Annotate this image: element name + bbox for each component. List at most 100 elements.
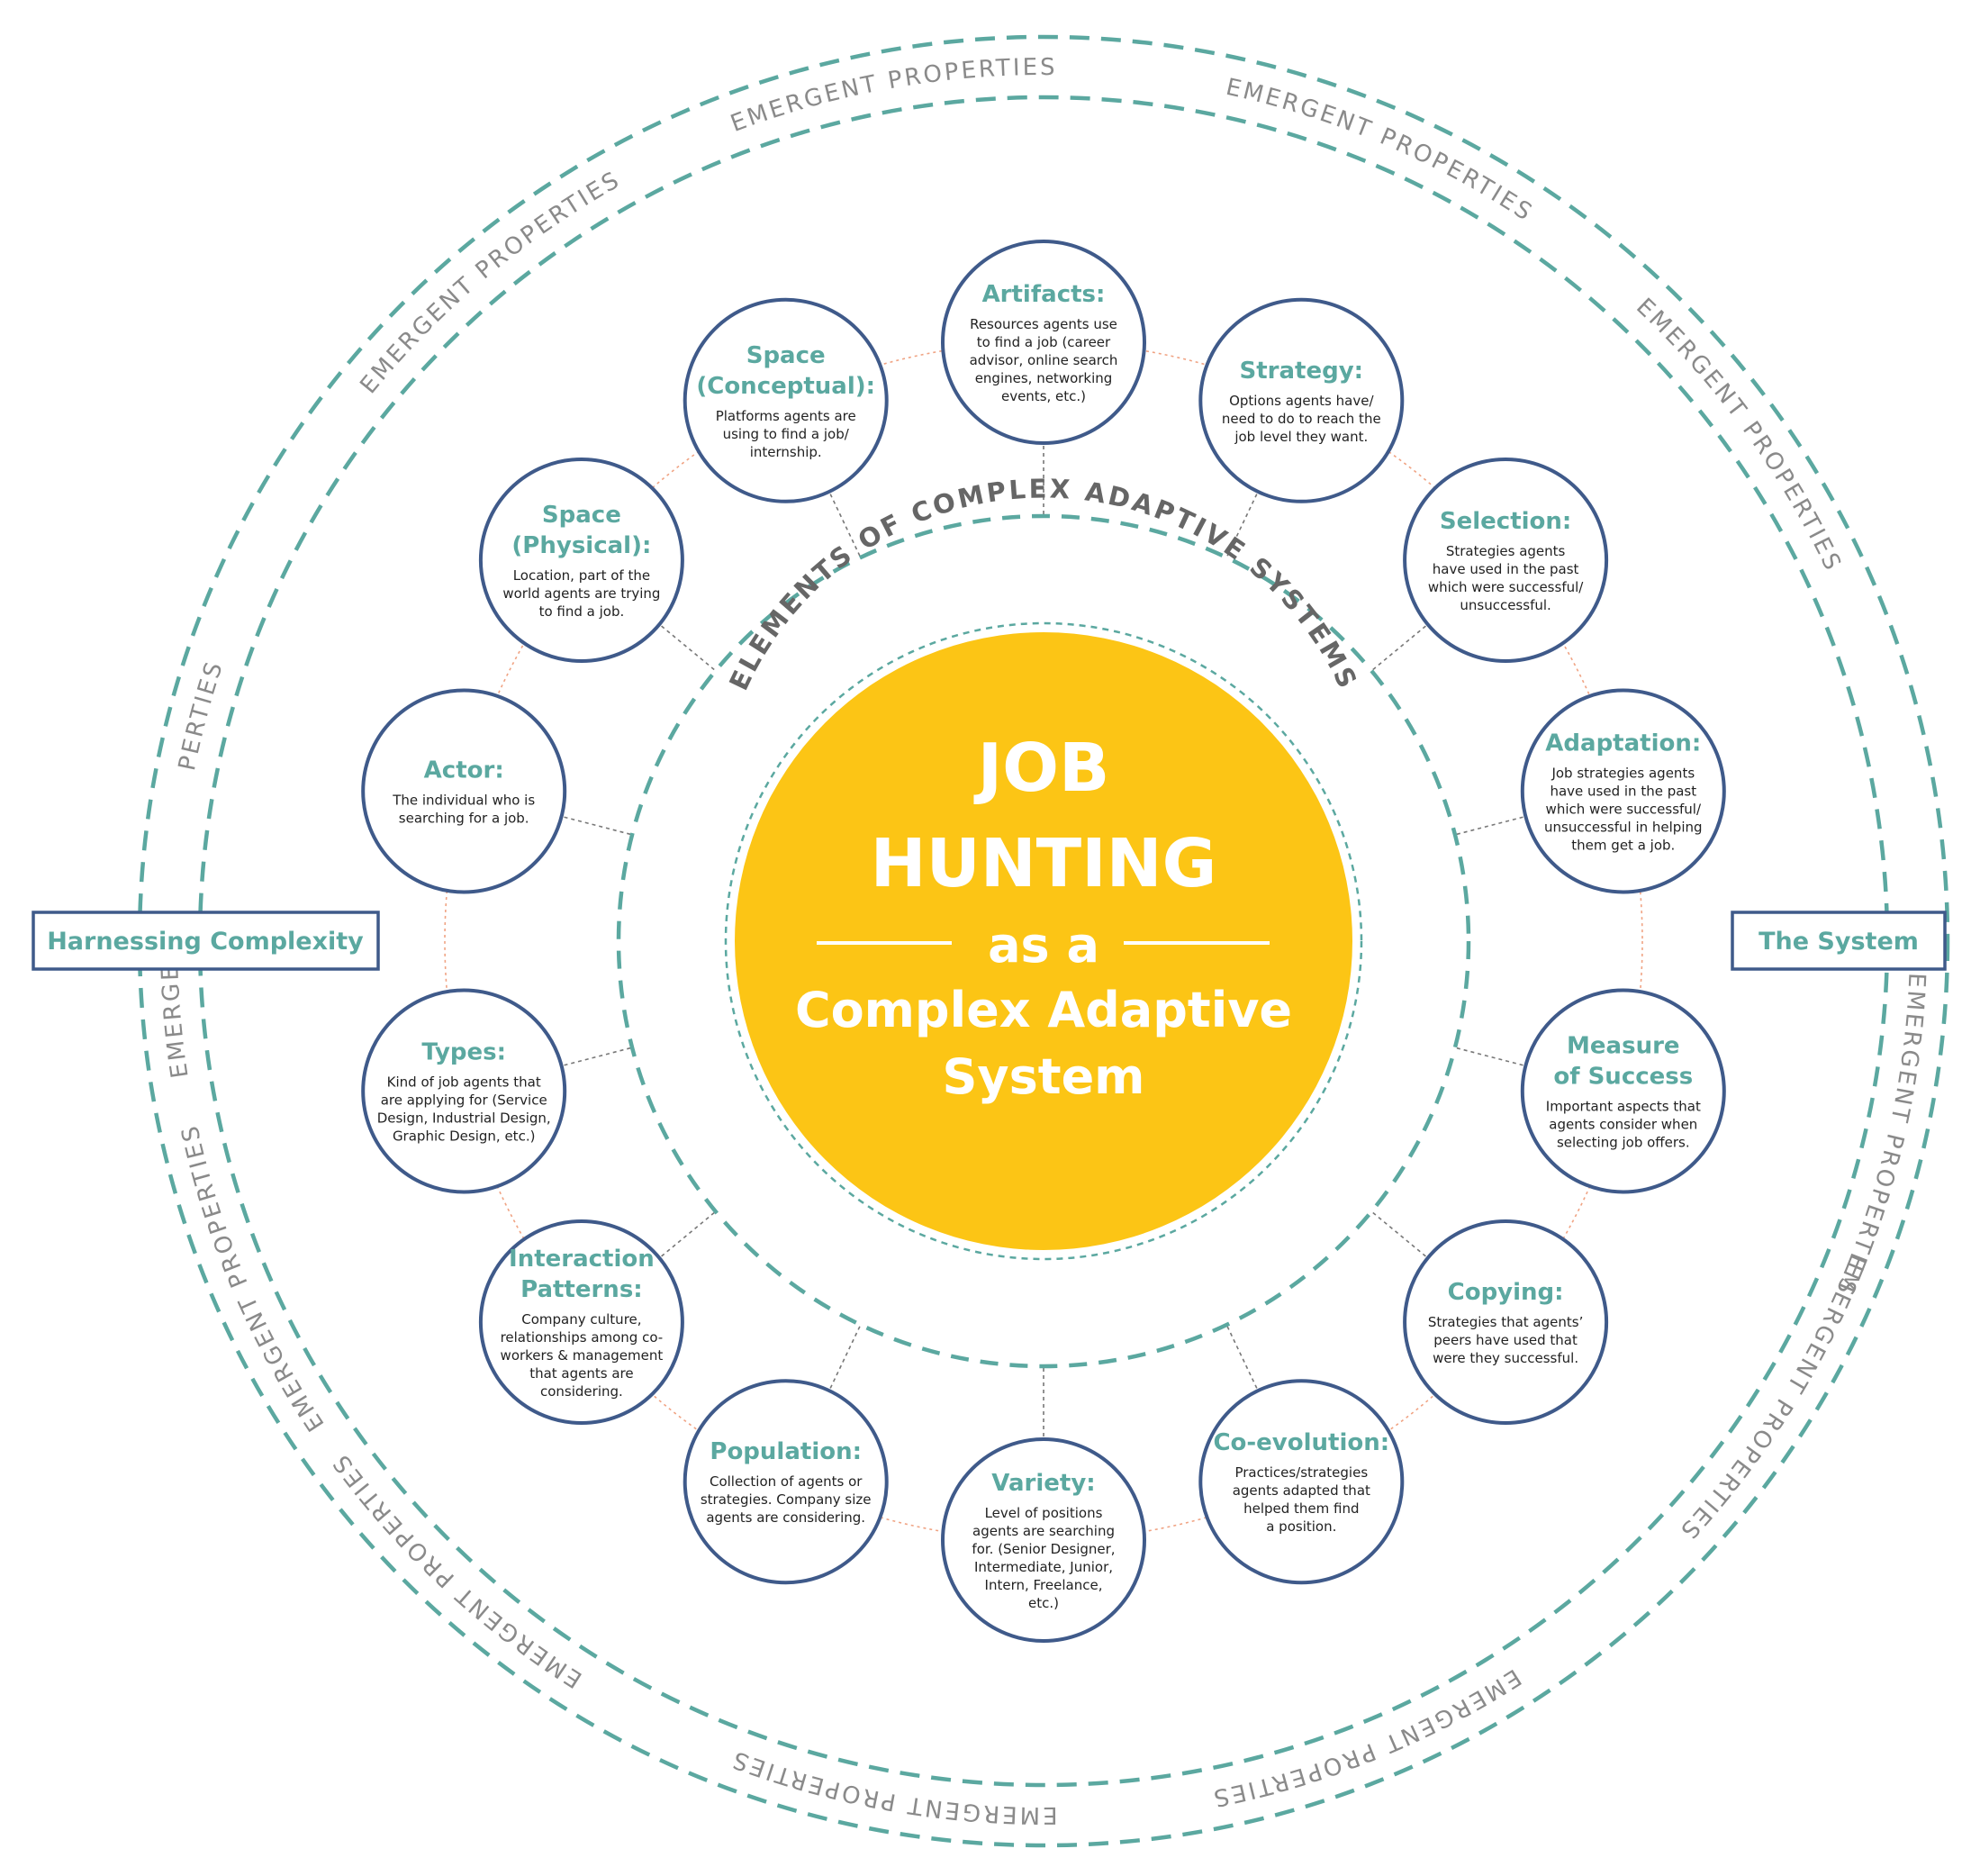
element-title-space-conceptual: Space xyxy=(746,342,826,369)
emergent-properties-label-bottom-3: EMERGENT PROPERTIES xyxy=(327,1448,587,1693)
element-title-population: Population: xyxy=(710,1438,862,1465)
element-title-variety: Variety: xyxy=(991,1470,1095,1497)
emergent-properties-label-bottom-2-text: EMERGENT PROPERTIES xyxy=(727,1745,1054,1828)
emergent-properties-label-top-2-text: EMERGENT PROPERTIES xyxy=(1224,73,1536,227)
element-desc-adaptation: have used in the past xyxy=(1550,784,1696,800)
element-desc-measure-of-success: Important aspects that xyxy=(1546,1099,1701,1115)
inner-ring-line xyxy=(616,513,1471,1369)
left-label-box: Harnessing Complexity xyxy=(32,911,380,971)
element-desc-measure-of-success: agents consider when xyxy=(1549,1117,1697,1133)
element-node-space-physical: Space(Physical):Location, part of thewor… xyxy=(478,458,684,663)
element-desc-selection: have used in the past xyxy=(1433,561,1579,577)
center-dotted-outline xyxy=(724,621,1363,1261)
emergent-properties-label-top-4: EMERGENT PROPERTIES xyxy=(1830,973,1930,1301)
element-desc-variety: Intermediate, Junior, xyxy=(974,1559,1113,1575)
center-title-hunting: HUNTING xyxy=(871,825,1217,902)
connector-population xyxy=(828,1326,861,1391)
element-desc-artifacts: to find a job (career xyxy=(977,334,1111,350)
element-node-copying: Copying:Strategies that agents’peers hav… xyxy=(1403,1219,1609,1425)
element-desc-space-conceptual: using to find a job/ xyxy=(723,426,850,442)
element-circle-population xyxy=(683,1379,889,1585)
right-label-frame xyxy=(1731,911,1947,971)
element-node-actor: Actor: The individual who is searching for… xyxy=(361,688,567,894)
element-title-space-conceptual: (Conceptual): xyxy=(696,373,875,400)
element-desc-types: Graphic Design, etc.) xyxy=(393,1128,536,1145)
element-desc-copying: were they successful. xyxy=(1433,1350,1578,1366)
connector-space-physical xyxy=(658,623,715,671)
element-desc-population: agents are considering. xyxy=(706,1509,865,1526)
element-circle-copying xyxy=(1403,1219,1609,1425)
connector-actor xyxy=(561,815,631,836)
element-desc-adaptation: Job strategies agents xyxy=(1551,766,1695,782)
element-desc-variety: Level of positions xyxy=(985,1505,1103,1521)
emergent-properties-label-bottom-4: EMERGENT PROPERTIES xyxy=(176,1121,330,1436)
harnessing-complexity-label: Harnessing Complexity xyxy=(47,928,364,956)
element-desc-co-evolution: agents adapted that xyxy=(1233,1482,1370,1499)
element-desc-interaction-patterns: that agents are xyxy=(529,1365,633,1382)
element-desc-strategy: Options agents have/ xyxy=(1229,393,1374,409)
emergent-properties-label-top-1: EMERGENT PROPERTIES xyxy=(727,53,1057,137)
connector-co-evolution xyxy=(1226,1326,1259,1391)
element-title-co-evolution: Co-evolution: xyxy=(1213,1429,1389,1456)
emergent-properties-label-top-3: EMERGENT PROPERTIES xyxy=(1632,293,1848,576)
element-desc-space-conceptual: internship. xyxy=(750,444,822,460)
element-desc-population: Collection of agents or xyxy=(710,1473,863,1490)
element-desc-interaction-patterns: considering. xyxy=(540,1383,623,1400)
element-desc-strategy: need to do to reach the xyxy=(1222,411,1381,427)
element-desc-actor: The individual who is xyxy=(392,793,535,809)
element-desc-artifacts: events, etc.) xyxy=(1001,388,1086,404)
element-desc-copying: peers have used that xyxy=(1433,1332,1578,1348)
emergent-properties-label-top-4-text: EMERGENT PROPERTIES xyxy=(1830,973,1927,1301)
element-title-space-physical: (Physical): xyxy=(511,532,651,559)
element-desc-variety: agents are searching xyxy=(972,1523,1115,1539)
element-desc-artifacts: advisor, online search xyxy=(970,352,1118,368)
element-desc-selection: unsuccessful. xyxy=(1460,597,1551,613)
element-desc-interaction-patterns: workers & management xyxy=(501,1347,664,1364)
element-desc-artifacts: engines, networking xyxy=(975,370,1113,386)
center-title-cas: Complex Adaptive xyxy=(795,982,1292,1038)
emergent-properties-label-top-1-text: EMERGENT PROPERTIES xyxy=(727,53,1054,137)
inner-dashed-ring xyxy=(616,513,1471,1369)
element-circle-interaction-patterns xyxy=(478,1219,684,1425)
element-desc-selection: Strategies agents xyxy=(1446,543,1566,559)
element-circle-adaptation xyxy=(1520,688,1726,894)
element-title-interaction-patterns: Patterns: xyxy=(520,1276,643,1303)
element-title-actor: Actor: xyxy=(424,757,504,784)
element-desc-interaction-patterns: Company culture, xyxy=(521,1311,641,1328)
element-node-strategy: Strategy: Options agents have/need to do … xyxy=(1198,297,1405,503)
element-desc-co-evolution: helped them find xyxy=(1243,1500,1359,1517)
element-desc-adaptation: which were successful/ xyxy=(1546,802,1702,818)
element-title-measure-of-success: of Success xyxy=(1553,1064,1693,1091)
right-label-box: The System xyxy=(1731,911,1947,971)
element-desc-actor: searching for a job. xyxy=(399,811,529,827)
element-desc-space-physical: world agents are trying xyxy=(502,585,660,602)
element-desc-copying: Strategies that agents’ xyxy=(1428,1314,1584,1330)
emergent-properties-label-bottom-1-text: EMERGENT PROPERTIES xyxy=(1209,1663,1523,1812)
element-circle-measure-of-success xyxy=(1520,988,1726,1194)
element-title-artifacts: Artifacts: xyxy=(982,281,1106,308)
emergent-properties-label-top-0-text: EMERGENT PROPERTIES xyxy=(355,166,623,399)
center-circle: JOB HUNTING as a Complex Adaptive System xyxy=(724,621,1363,1261)
element-desc-variety: etc.) xyxy=(1028,1595,1059,1611)
emergent-properties-label-top-3-text: EMERGENT PROPERTIES xyxy=(1632,293,1845,576)
element-desc-types: are applying for (Service xyxy=(381,1092,547,1109)
element-title-strategy: Strategy: xyxy=(1240,358,1364,385)
element-desc-types: Kind of job agents that xyxy=(387,1074,541,1091)
element-circle-variety xyxy=(941,1437,1146,1643)
element-circle-space-physical xyxy=(478,458,684,663)
element-circle-actor xyxy=(361,688,567,894)
emergent-properties-label-bottom-4-text: EMERGENT PROPERTIES xyxy=(176,1121,327,1436)
left-label-frame xyxy=(32,911,380,971)
center-disc xyxy=(735,632,1352,1250)
element-node-space-conceptual: Space(Conceptual):Platforms agents areus… xyxy=(683,297,889,503)
element-title-space-physical: Space xyxy=(542,502,621,529)
connector-adaptation xyxy=(1456,815,1526,836)
element-title-selection: Selection: xyxy=(1440,508,1571,535)
element-desc-measure-of-success: selecting job offers. xyxy=(1557,1135,1690,1151)
element-desc-interaction-patterns: relationships among co- xyxy=(501,1329,664,1346)
